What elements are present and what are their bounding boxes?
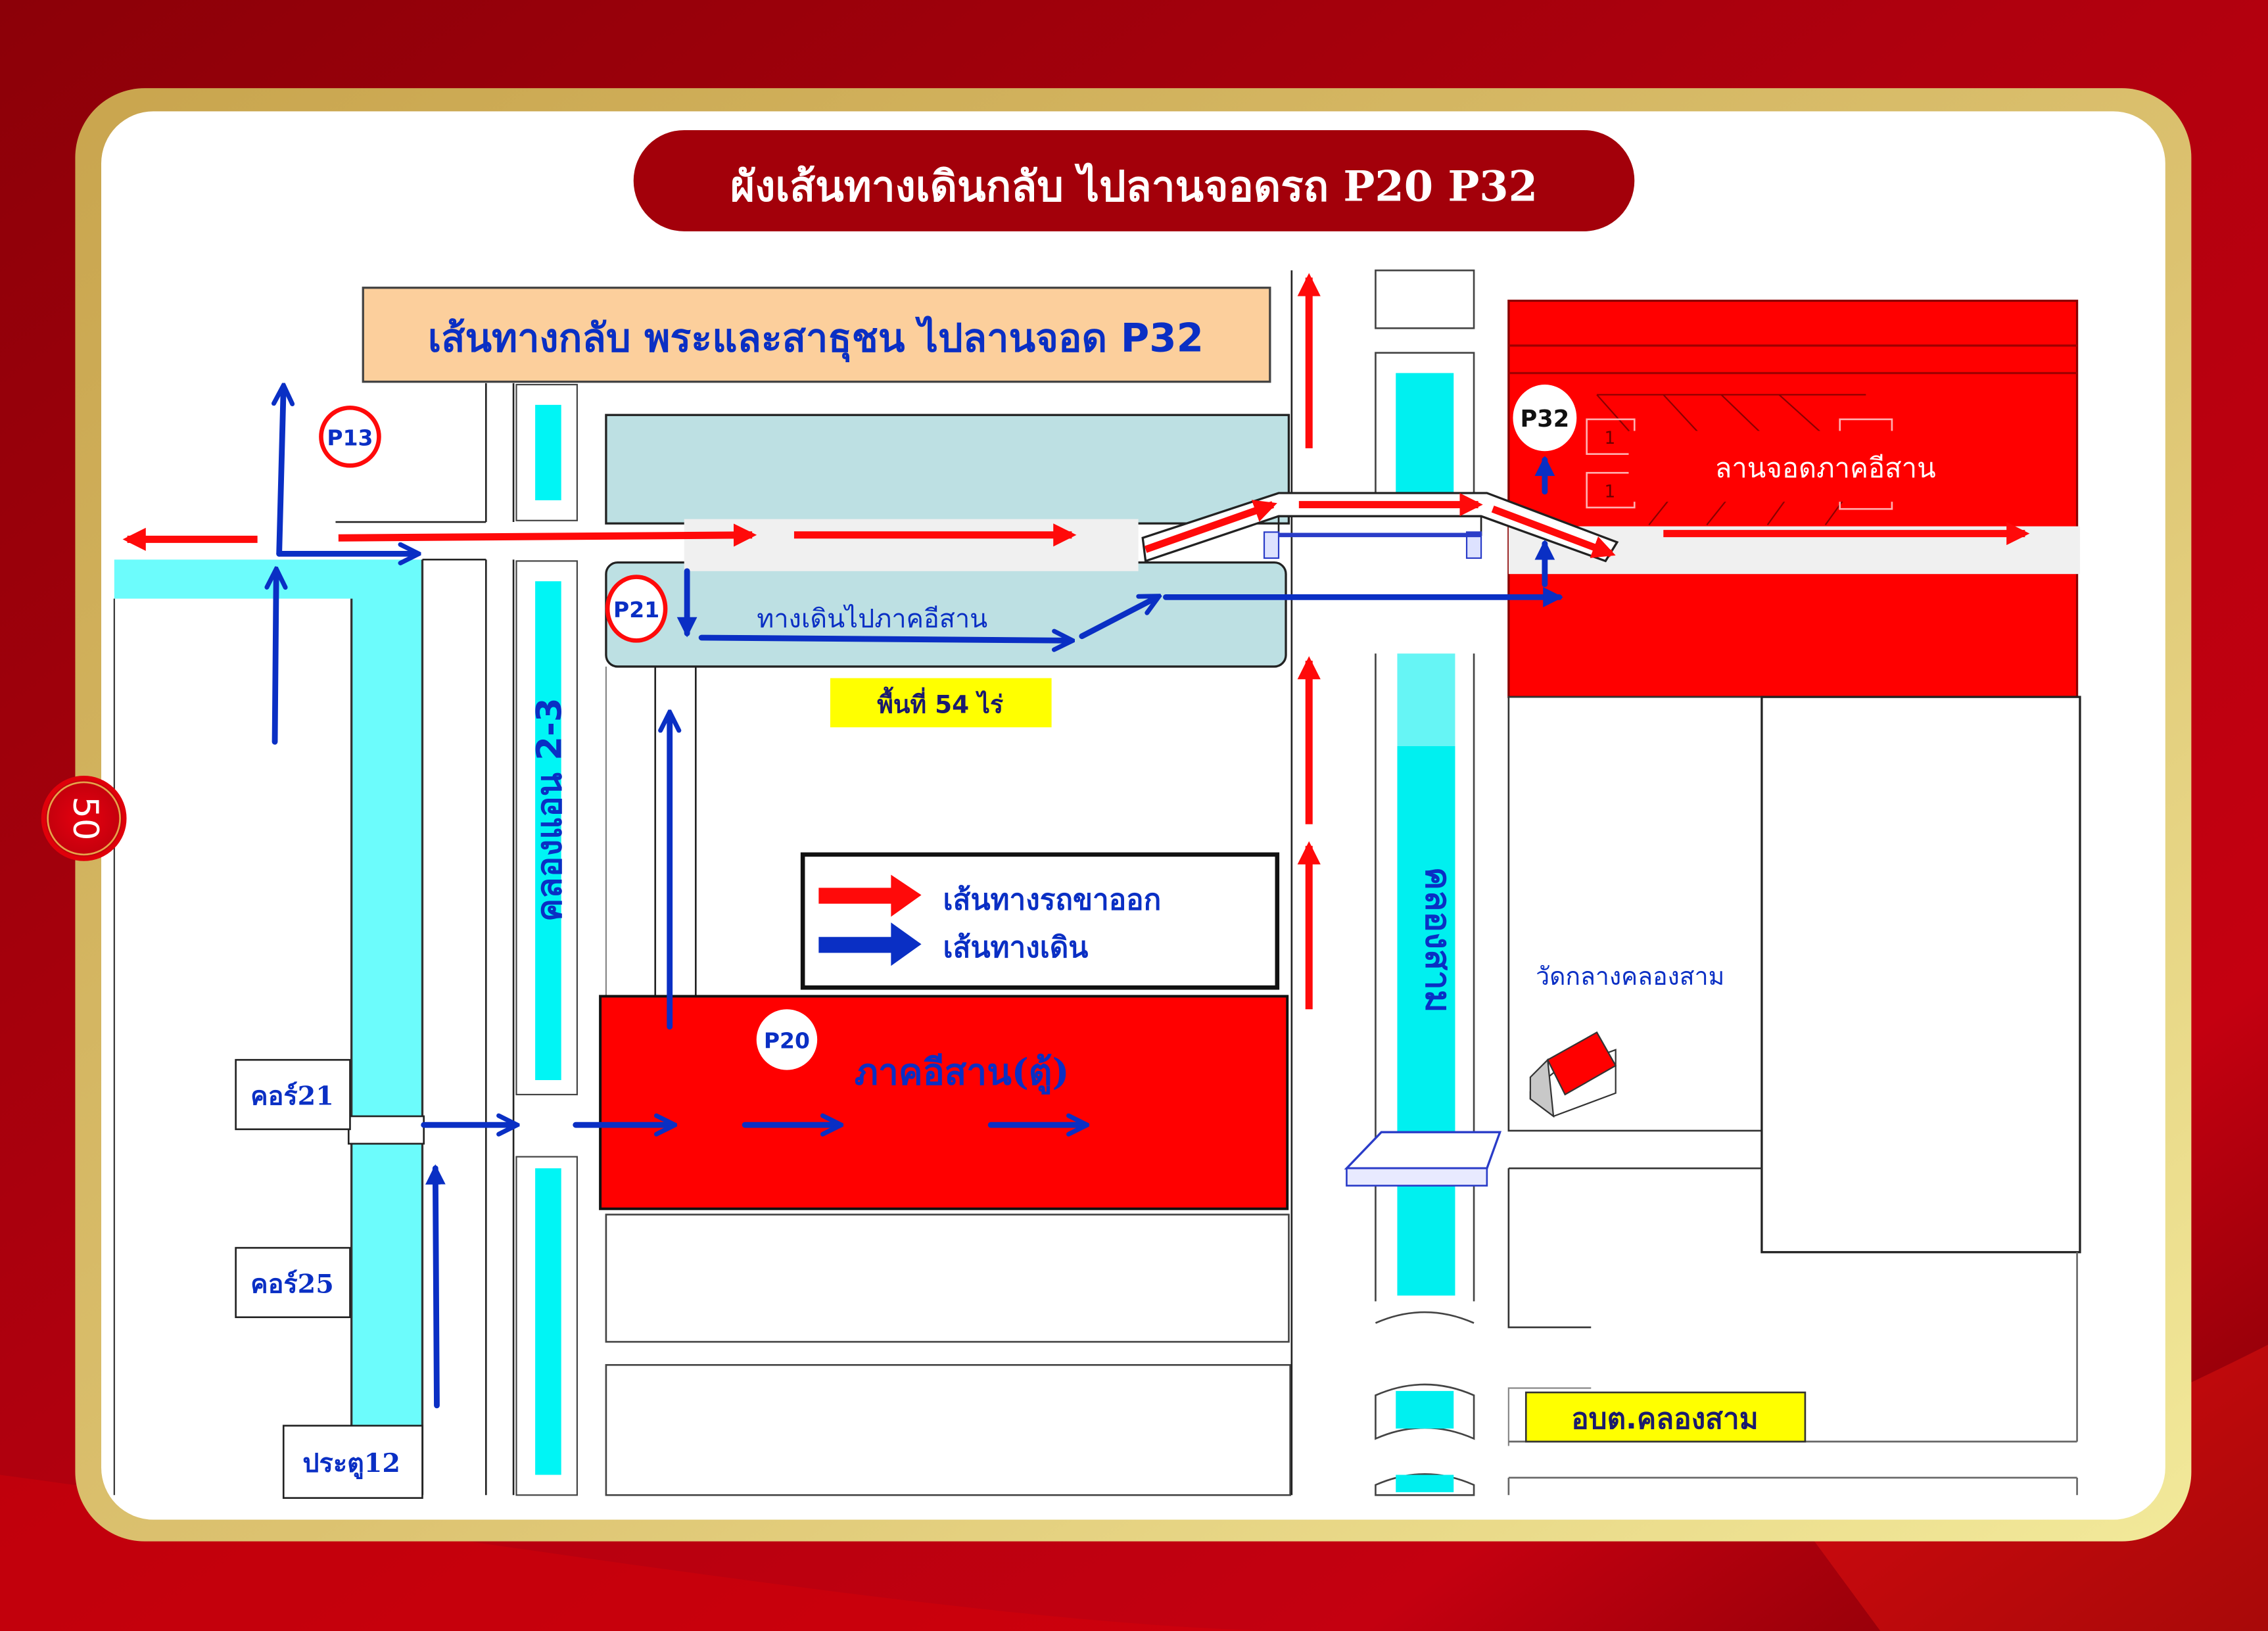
svg-text:P20: P20 [764, 1028, 810, 1054]
map-area: คลองแอน 2-3 คลองสาม [113, 269, 2081, 1499]
legend-label-walk: เส้นทางเดิน [943, 931, 1089, 964]
page-number: 50 [65, 796, 105, 840]
canal-2-3-segment [535, 581, 561, 1081]
svg-text:P13: P13 [327, 425, 373, 450]
gate-label: ประตู12 [302, 1448, 400, 1479]
page-number-badge: 50 [41, 776, 127, 861]
subtitle-box [362, 287, 1271, 383]
temple-icon [1529, 1031, 1617, 1118]
road-strip [684, 519, 1139, 571]
zone-p20 [599, 995, 1289, 1210]
gate-pratu12 [282, 1425, 423, 1499]
background-swoosh [0, 1475, 1302, 1631]
p32-label-band [1628, 431, 2008, 502]
sao-label: อบต.คลองสาม [1571, 1402, 1758, 1436]
zone-top-teal [605, 414, 1290, 525]
p20-zone-label: ภาคอีสาน(ตู้) [855, 1051, 1070, 1095]
parking-marker-p13[interactable]: P13 [319, 405, 381, 468]
parking-marker-p21[interactable]: P21 [605, 575, 668, 643]
title-pill [633, 130, 1635, 231]
legend: เส้นทางรถขาออก เส้นทางเดิน [800, 852, 1280, 990]
gate-kor25 [235, 1246, 351, 1319]
block-large [1760, 696, 2081, 1254]
svg-text:1: 1 [1604, 429, 1615, 448]
svg-text:P32: P32 [1520, 406, 1569, 433]
svg-text:1: 1 [1604, 483, 1615, 502]
blue-arrow-icon [818, 922, 922, 966]
parking-marker-p20[interactable]: P20 [756, 1009, 818, 1070]
map-subtitle: เส้นทางกลับ พระและสาธุชน ไปลานจอด P32 [428, 315, 1204, 362]
sao-label-box [1524, 1391, 1807, 1443]
gate-label: คอร์21 [250, 1081, 334, 1111]
p32-lot-label: ลานจอดภาคอีสาน [1715, 452, 1936, 484]
walking-routes [275, 387, 1564, 1409]
canal-sam-segment [1396, 373, 1454, 506]
parking-marker-p32[interactable]: P32 [1513, 385, 1577, 452]
car-exit-routes [122, 273, 2030, 1010]
canal-sam [1397, 745, 1455, 1296]
temple-label: วัดกลางคลองสาม [1536, 962, 1724, 991]
gate-kor21 [235, 1058, 351, 1131]
gate-label: คอร์25 [250, 1269, 334, 1299]
area-label: พื้นที่ 54 ไร่ [877, 686, 1003, 719]
canal-2-3-segment [535, 404, 561, 501]
red-arrow-icon [818, 874, 922, 917]
canal-left-label: คลองแอน 2-3 [530, 697, 570, 922]
legend-label-car-exit: เส้นทางรถขาออก [943, 883, 1162, 916]
svg-text:P21: P21 [613, 597, 659, 623]
walkway-label: ทางเดินไปภาคอีสาน [757, 604, 987, 634]
canal-left-lshape [114, 559, 423, 1496]
bridge-small [347, 1115, 425, 1145]
canal-right-label: คลองสาม [1417, 867, 1457, 1013]
area-label-box [830, 678, 1052, 728]
canal-2-3-segment [535, 1168, 561, 1475]
page-title: ผังเส้นทางเดินกลับ ไปลานจอดรถ P20 P32 [730, 162, 1538, 212]
